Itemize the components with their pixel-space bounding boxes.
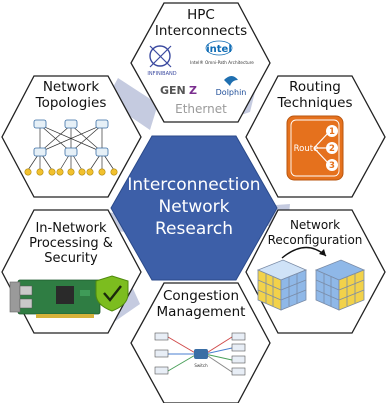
congestion-diagram: Switch (154, 332, 246, 376)
route-path-1: 1 (329, 127, 335, 137)
reconfig-title-line-2: Reconfiguration (268, 233, 363, 247)
node-5 (67, 168, 75, 176)
intel-swirl (205, 40, 233, 56)
route-path-3-circle (326, 159, 338, 171)
routing-title: Routing Techniques (276, 79, 352, 111)
dolphin-logo: Dolphin (216, 76, 247, 97)
switch-top-3 (95, 119, 109, 129)
cube-before (256, 259, 308, 311)
congestion-src-2 (154, 349, 169, 358)
node-7 (86, 168, 94, 176)
congestion-src-3 (154, 366, 169, 375)
center-text: Interconnection Network Research (127, 175, 260, 239)
route-path-2: 2 (329, 144, 335, 154)
switch-leaf-1 (33, 147, 47, 157)
route-path-2-circle (326, 142, 338, 154)
route-label: Route (294, 144, 319, 154)
nic-port-2 (19, 298, 33, 309)
topology-diagram (24, 119, 118, 176)
cube-after (314, 259, 366, 311)
genz-text-a: GEN (160, 84, 186, 97)
dolphin-text: Dolphin (216, 88, 247, 97)
congestion-dst-4 (231, 367, 246, 376)
congestion-title: Congestion Management (157, 288, 246, 320)
genz-text-b: Z (189, 84, 197, 97)
congestion-dst-3 (231, 355, 246, 364)
reconfig-title: Network Reconfiguration (268, 218, 363, 247)
congestion-dst-1 (231, 332, 246, 341)
innetwork-title-line-2: Processing & (29, 236, 113, 251)
topologies-title: Network Topologies (35, 79, 107, 111)
node-9 (110, 168, 118, 176)
switch-leaf-2 (64, 147, 78, 157)
center-hex (110, 135, 278, 281)
node-4 (56, 168, 64, 176)
node-8 (98, 168, 106, 176)
nic-chip (56, 286, 74, 304)
innetwork-title-line-3: Security (44, 251, 98, 266)
omnipath-text: Intel® Omni-Path Architecture (190, 60, 254, 65)
infiniband-logo: INFINIBAND (147, 45, 177, 77)
congestion-src-1 (154, 332, 169, 341)
switch-top-1 (33, 119, 47, 129)
node-6 (78, 168, 86, 176)
congestion-dst-2 (231, 343, 246, 352)
nic-card-image (9, 279, 101, 318)
hpc-title: HPC Interconnects (155, 7, 247, 39)
switch-leaf-3 (95, 147, 109, 157)
topologies-title-line-1: Network (43, 79, 100, 95)
ethernet-text: Ethernet (175, 102, 227, 116)
node-3 (48, 168, 56, 176)
security-shield-icon (95, 275, 129, 312)
center-line-2: Network (159, 197, 230, 217)
node-1 (24, 168, 32, 176)
route-path-3: 3 (329, 161, 335, 171)
infiniband-text: INFINIBAND (147, 71, 176, 77)
congestion-switch (194, 349, 208, 359)
congestion-title-line-2: Management (157, 304, 246, 320)
routing-title-line-2: Techniques (276, 95, 352, 111)
route-path-1-circle (326, 125, 338, 137)
intel-logo: intel (206, 44, 232, 55)
hpc-title-line-2: Interconnects (155, 23, 247, 39)
reconfig-title-line-1: Network (290, 218, 340, 232)
center-line-3: Research (155, 219, 233, 239)
nic-port-1 (19, 285, 33, 296)
reconfig-cubes (256, 246, 366, 311)
genz-logo: GEN Z (160, 84, 197, 97)
innetwork-title: In-Network Processing & Security (29, 221, 113, 266)
routing-title-line-1: Routing (289, 79, 341, 95)
innetwork-title-line-1: In-Network (35, 221, 107, 236)
switch-top-2 (64, 119, 78, 129)
center-line-1: Interconnection (127, 175, 260, 195)
hex-topologies (1, 75, 142, 198)
congestion-title-line-1: Congestion (163, 288, 239, 304)
congestion-switch-label: Switch (194, 363, 208, 368)
routing-icon: Route 1 2 3 (286, 115, 344, 181)
hpc-title-line-1: HPC (187, 7, 215, 23)
node-2 (36, 168, 44, 176)
topologies-title-line-2: Topologies (35, 95, 107, 111)
connector-topologies (106, 78, 158, 130)
hex-hpc (130, 2, 271, 123)
